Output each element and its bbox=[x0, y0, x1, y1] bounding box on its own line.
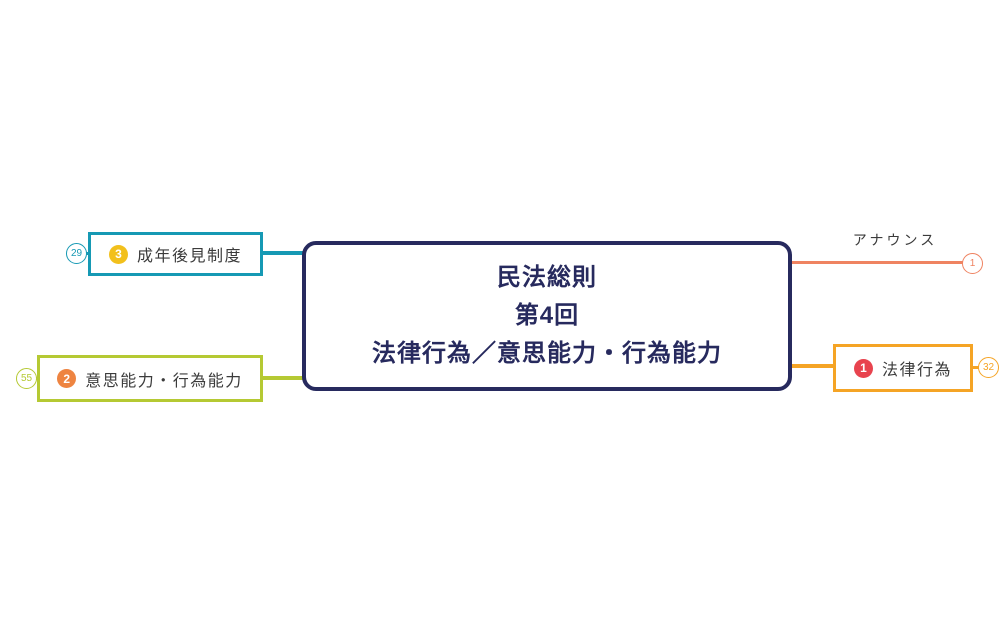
connector-right-bottom-stub bbox=[971, 366, 980, 369]
central-topic-line1: 民法総則 bbox=[497, 264, 597, 291]
collapse-count-left-top[interactable]: 29 bbox=[66, 243, 87, 264]
connector-left-top-stub bbox=[84, 252, 90, 255]
connector-left-bottom-branch bbox=[261, 376, 304, 380]
branch-label: 意思能力・行為能力 bbox=[85, 372, 243, 390]
branch-node-ishi-koi-noryoku[interactable]: 2 意思能力・行為能力 bbox=[37, 355, 263, 402]
branch-label: 法律行為 bbox=[881, 362, 952, 379]
collapse-count-right-bottom[interactable]: 32 bbox=[978, 357, 999, 378]
connector-left-top-branch bbox=[261, 251, 304, 255]
branch-label: 成年後見制度 bbox=[136, 248, 242, 265]
collapse-count-left-bottom[interactable]: 55 bbox=[16, 368, 37, 389]
central-topic-node[interactable]: 民法総則 第4回 法律行為／意思能力・行為能力 bbox=[302, 241, 792, 391]
central-topic-line3: 法律行為／意思能力・行為能力 bbox=[372, 340, 722, 367]
branch-node-seinen-koken[interactable]: 3 成年後見制度 bbox=[88, 232, 263, 276]
number-badge-1: 1 bbox=[853, 358, 873, 378]
connector-right-top-branch bbox=[790, 261, 964, 264]
connector-right-bottom-branch bbox=[790, 364, 835, 368]
collapse-count-right-top[interactable]: 1 bbox=[962, 253, 983, 274]
branch-node-horitsu-koi[interactable]: 1 法律行為 bbox=[833, 344, 973, 392]
central-topic-line2: 第4回 bbox=[514, 302, 580, 329]
number-badge-2: 2 bbox=[57, 369, 77, 388]
branch-node-announce[interactable]: アナウンス bbox=[852, 232, 938, 248]
number-badge-3: 3 bbox=[108, 244, 128, 264]
